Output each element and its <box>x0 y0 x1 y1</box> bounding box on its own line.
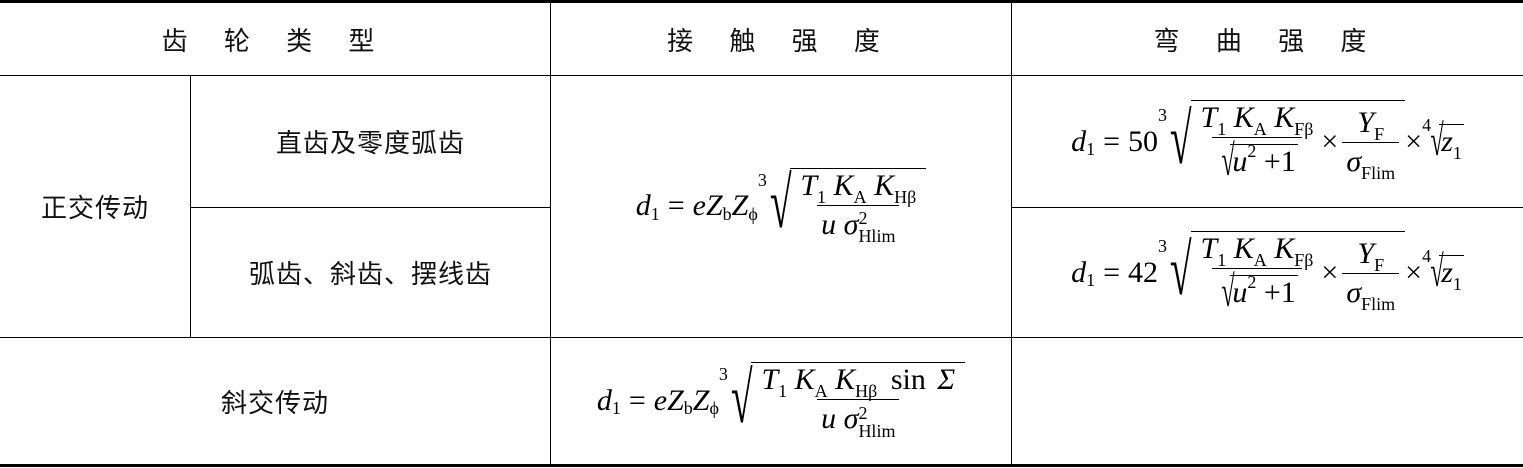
header-rule <box>0 75 1523 76</box>
mid-rule <box>190 207 550 208</box>
fourth-root: 4 √ z1 <box>1422 115 1464 165</box>
header-bending-strength: 弯 曲 强 度 <box>1153 26 1381 57</box>
col-divider-1 <box>550 0 551 467</box>
row-label-skew: 斜交传动 <box>220 388 329 419</box>
row-label-orthogonal: 正交传动 <box>40 194 149 224</box>
row-label-straight-zero: 直齿及零度弧齿 <box>275 129 465 159</box>
col-divider-sub <box>190 75 191 337</box>
table-top-rule <box>0 0 1523 3</box>
fourth-root: 4 √ z1 <box>1422 246 1464 296</box>
cube-root: 3 √ T1 KA KFβ √ u2 +1 <box>1158 230 1406 315</box>
header-gear-type: 齿 轮 类 型 <box>161 26 389 57</box>
empty-bending-skew-cell <box>1012 338 1523 464</box>
mid-rule-right <box>1011 207 1523 208</box>
header-contact-strength: 接 触 强 度 <box>667 26 894 57</box>
row-label-spiral-helical: 弧齿、斜齿、摆线齿 <box>248 260 492 290</box>
cube-root: 3 √ T1 KA KFβ √ u2 +1 <box>1158 99 1406 184</box>
orthogonal-bottom-rule <box>0 337 1523 338</box>
table-bottom-rule <box>0 464 1523 467</box>
col-divider-2 <box>1011 0 1012 467</box>
